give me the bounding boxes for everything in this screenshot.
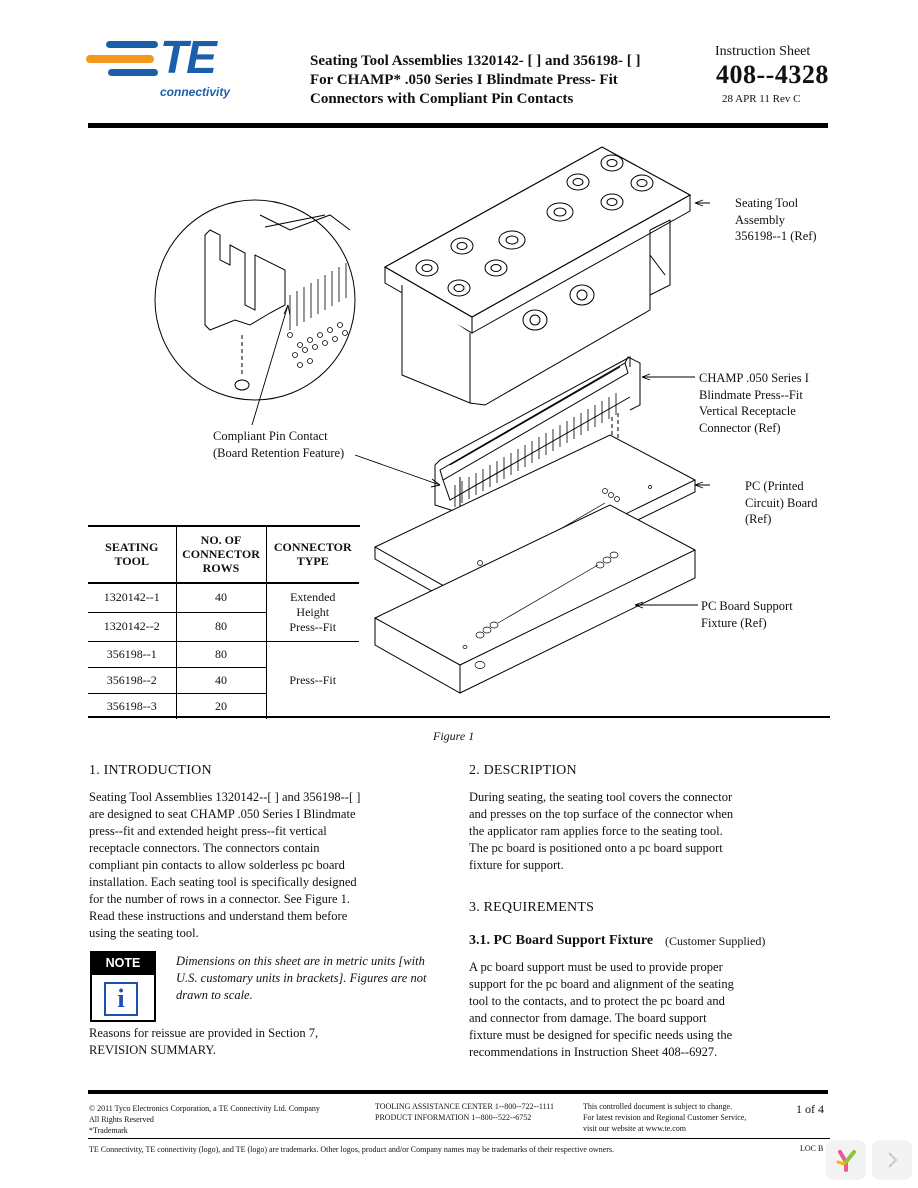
te-logo-subtitle: connectivity [160, 85, 231, 99]
callout-champ-connector: CHAMP .050 Series I Blindmate Press--Fit… [699, 371, 809, 435]
footer-thin-rule [88, 1138, 830, 1139]
info-icon: i [104, 982, 138, 1016]
support-fixture-drawing [373, 504, 697, 694]
subsection-3-1-note: (Customer Supplied) [665, 934, 766, 948]
figure-bottom-rule [88, 716, 830, 718]
next-page-button[interactable] [872, 1140, 912, 1180]
type-pressfit-cell: Press--Fit [265, 641, 359, 719]
connector-drawing [434, 356, 641, 565]
screw-heads [415, 154, 654, 297]
footer-contacts: TOOLING ASSISTANCE CENTER 1--800--722--1… [375, 1102, 554, 1122]
table-row: 356198--1 80 Press--Fit [88, 641, 359, 719]
footer-rule [88, 1090, 828, 1094]
callout-pc-board: PC (Printed Circuit) Board (Ref) [745, 479, 818, 526]
subsection-3-1-heading: 3.1. PC Board Support Fixture [469, 933, 654, 948]
section-2-heading: 2. DESCRIPTION [469, 763, 577, 778]
reissue-paragraph: Reasons for reissue are provided in Sect… [89, 1026, 319, 1057]
sheet-label: Instruction Sheet [715, 44, 811, 59]
sheet-number: 408--4328 [716, 60, 829, 89]
note-label: NOTE [90, 951, 156, 975]
footer-controlled-doc: This controlled document is subject to c… [583, 1102, 747, 1133]
table-row: 356198--2 40 [88, 667, 359, 694]
header-rule [88, 123, 828, 128]
callout-support-fixture: PC Board Support Fixture (Ref) [701, 599, 793, 630]
section-1-heading: 1. INTRODUCTION [89, 763, 212, 778]
callout-compliant-pin: Compliant Pin Contact (Board Retention F… [213, 429, 345, 460]
footer-trademark: TE Connectivity, TE connectivity (logo),… [89, 1145, 615, 1154]
footer-loc: LOC B [800, 1144, 824, 1153]
sheet-date: 28 APR 11 Rev C [722, 93, 801, 105]
chevron-right-icon [888, 1152, 898, 1168]
section-3-heading: 3. REQUIREMENTS [469, 900, 595, 915]
page-number: 1 of 4 [796, 1102, 824, 1116]
table-row: 356198--3 20 [88, 693, 359, 719]
leader-lines [251, 199, 710, 609]
seating-tool-drawing [383, 146, 692, 406]
table-row: 1320142--2 80 [88, 612, 359, 642]
footer-copyright: © 2011 Tyco Electronics Corporation, a T… [89, 1104, 320, 1135]
note-text: Dimensions on this sheet are in metric u… [176, 954, 427, 1002]
figure-caption: Figure 1 [433, 729, 475, 743]
te-logo: TE [160, 31, 217, 83]
callout-seating-tool: Seating Tool Assembly 356198--1 (Ref) [735, 196, 817, 243]
description-paragraph: During seating, the seating tool covers … [469, 790, 734, 872]
requirements-paragraph: A pc board support must be used to provi… [469, 960, 734, 1059]
te-logo-stripes [86, 41, 158, 76]
viewer-logo-icon [836, 1150, 856, 1172]
figure-1-drawing [154, 146, 710, 694]
detail-magnifier [154, 199, 356, 401]
document-title: Seating Tool Assemblies 1320142- [ ] and… [310, 53, 641, 107]
intro-paragraph: Seating Tool Assemblies 1320142--[ ] and… [89, 790, 361, 940]
viewer-logo-button[interactable] [826, 1140, 866, 1180]
